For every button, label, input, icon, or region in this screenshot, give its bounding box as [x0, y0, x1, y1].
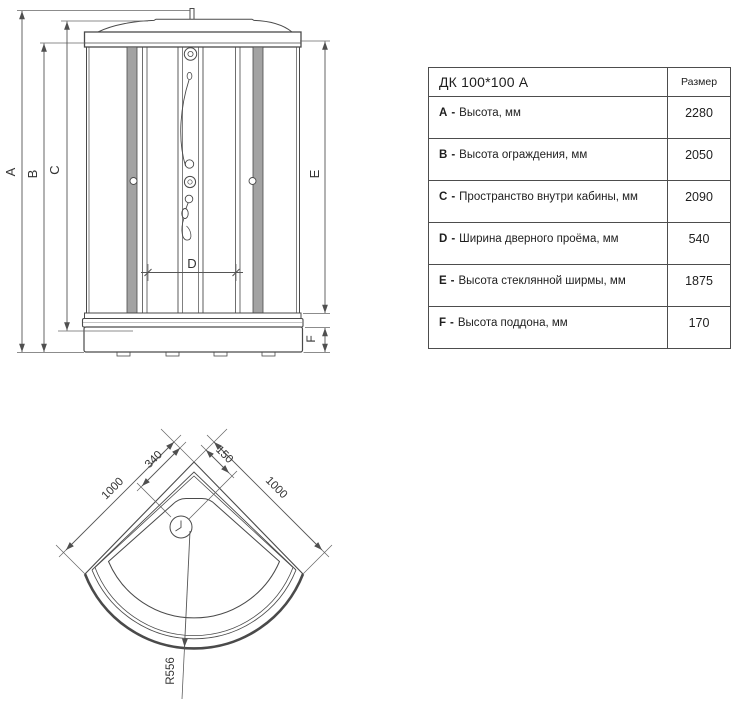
dim-label-c: C	[47, 165, 62, 174]
table-row-b: B-Высота ограждения, мм 2050	[429, 139, 730, 181]
table-row-c: C-Пространство внутри кабины, мм 2090	[429, 181, 730, 223]
row-value: 2280	[667, 97, 730, 138]
dim-label-a: A	[3, 167, 18, 176]
table-row-a: A-Высота, мм 2280	[429, 97, 730, 139]
plan-dim-left-1000: 1000	[100, 476, 127, 503]
door-handle-right	[248, 177, 257, 185]
dim-label-f: F	[304, 335, 318, 342]
row-label: D-Ширина дверного проёма, мм	[439, 233, 619, 245]
size-column-header: Размер	[667, 68, 730, 96]
plan-dim-right-1000: 1000	[263, 475, 290, 502]
dim-label-e: E	[307, 169, 322, 178]
top-frame	[83, 31, 302, 48]
table-row-e: E-Высота стеклянной ширмы, мм 1875	[429, 265, 730, 307]
plan-view-dimensions	[55, 428, 333, 700]
dim-label-b: B	[25, 170, 40, 179]
model-title: ДК 100*100 А	[439, 74, 529, 90]
front-view-dimensions	[17, 10, 330, 353]
row-label: F-Высота поддона, мм	[439, 317, 568, 329]
row-value: 2050	[667, 139, 730, 180]
table-row-d: D-Ширина дверного проёма, мм 540	[429, 223, 730, 265]
shower-tray-front	[81, 312, 304, 357]
row-value: 170	[667, 307, 730, 348]
row-value: 2090	[667, 181, 730, 222]
frame-posts	[86, 46, 300, 314]
spec-table: ДК 100*100 А Размер A-Высота, мм 2280 B-…	[428, 67, 731, 349]
plan-dim-150: 150	[213, 444, 235, 466]
roof-dome	[97, 8, 293, 33]
plan-dim-340: 340	[143, 449, 165, 471]
row-value: 540	[667, 223, 730, 264]
plan-dim-r556: R556	[165, 657, 177, 685]
drain	[169, 515, 193, 539]
row-label: B-Высота ограждения, мм	[439, 149, 588, 161]
row-value: 1875	[667, 265, 730, 306]
dim-label-d: D	[187, 256, 196, 271]
front-view-drawing: A B C D E F	[3, 8, 330, 357]
door-handle-left	[129, 177, 138, 185]
spec-table-header: ДК 100*100 А Размер	[429, 68, 730, 97]
row-label: A-Высота, мм	[439, 107, 521, 119]
shower-column	[180, 47, 198, 241]
row-label: E-Высота стеклянной ширмы, мм	[439, 275, 626, 287]
plan-view-drawing: 1000 1000 340 150 R556	[55, 428, 333, 700]
table-row-f: F-Высота поддона, мм 170	[429, 307, 730, 348]
row-label: C-Пространство внутри кабины, мм	[439, 191, 638, 203]
